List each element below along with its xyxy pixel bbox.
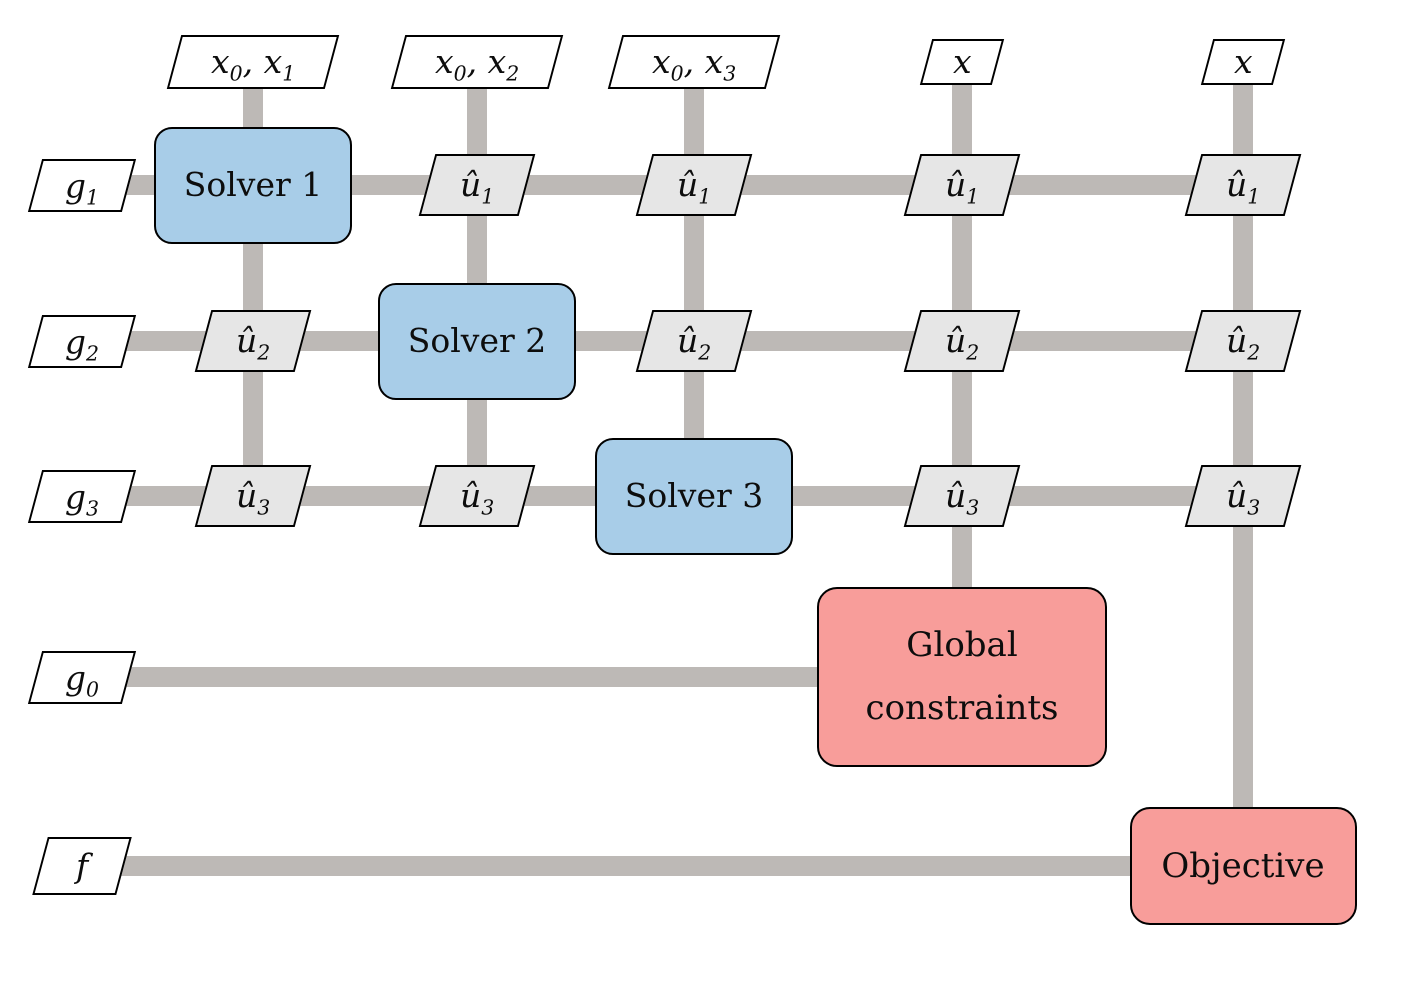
input-x-col4: x xyxy=(919,39,1005,85)
input-x-col4-label: x xyxy=(952,42,972,82)
output-g0-label: g0 xyxy=(64,657,100,701)
solver-1: Solver 1 xyxy=(154,126,352,244)
output-g3: g3 xyxy=(27,469,137,523)
coupling-u2-col3: û2 xyxy=(635,310,753,372)
subscript: 3 xyxy=(86,495,100,520)
connector-col5-line xyxy=(1233,62,1253,866)
subscript: 3 xyxy=(481,495,495,520)
coupling-u2-col5: û2 xyxy=(1184,310,1302,372)
coupling-u2-col5-label: û2 xyxy=(1225,321,1261,365)
output-f-label: f xyxy=(75,846,89,886)
subscript: 0 xyxy=(229,61,243,86)
input-x0-x1: x0, x1 xyxy=(166,35,340,89)
subscript: 2 xyxy=(506,61,520,86)
coupling-u1-col3: û1 xyxy=(635,154,753,216)
subscript: 1 xyxy=(698,184,712,209)
solver-3-label: Solver 3 xyxy=(624,476,764,516)
coupling-u1-col5-label: û1 xyxy=(1225,165,1261,209)
coupling-u2-col1: û2 xyxy=(194,310,312,372)
connector-row5-line xyxy=(82,856,1243,876)
connector-col3-line xyxy=(684,62,704,496)
coupling-u2-col4: û2 xyxy=(903,310,1021,372)
coupling-u2-col3-label: û2 xyxy=(676,321,712,365)
subscript: 3 xyxy=(966,495,980,520)
connector-row4-line xyxy=(82,667,962,687)
output-g2: g2 xyxy=(27,314,137,368)
output-f: f xyxy=(32,837,132,895)
global-constraints-label: Global constraints xyxy=(865,625,1059,728)
coupling-u1-col4-label: û1 xyxy=(944,165,980,209)
subscript: 3 xyxy=(1247,495,1261,520)
coupling-u3-col1: û3 xyxy=(194,465,312,527)
subscript: 2 xyxy=(1247,340,1261,365)
input-x0-x2: x0, x2 xyxy=(390,35,564,89)
input-x-col5: x xyxy=(1200,39,1286,85)
coupling-u2-col1-label: û2 xyxy=(235,321,271,365)
solver-2-label: Solver 2 xyxy=(407,321,547,361)
subscript: 2 xyxy=(257,340,271,365)
coupling-u3-col5-label: û3 xyxy=(1225,476,1261,520)
coupling-u1-col4: û1 xyxy=(903,154,1021,216)
subscript: 3 xyxy=(723,61,737,86)
coupling-u3-col4: û3 xyxy=(903,465,1021,527)
coupling-u3-col4-label: û3 xyxy=(944,476,980,520)
subscript: 0 xyxy=(670,61,684,86)
coupling-u3-col5: û3 xyxy=(1184,465,1302,527)
subscript: 2 xyxy=(698,340,712,365)
subscript: 2 xyxy=(966,340,980,365)
coupling-u3-col1-label: û3 xyxy=(235,476,271,520)
subscript: 1 xyxy=(282,61,296,86)
objective-label: Objective xyxy=(1161,845,1325,886)
subscript: 3 xyxy=(257,495,271,520)
subscript: 1 xyxy=(86,184,100,209)
output-g3-label: g3 xyxy=(64,476,100,520)
input-x0-x3-label: x0, x3 xyxy=(651,42,737,86)
subscript: 0 xyxy=(453,61,467,86)
output-g2-label: g2 xyxy=(64,321,100,365)
subscript: 2 xyxy=(86,340,100,365)
coupling-u3-col2: û3 xyxy=(418,465,536,527)
input-x-col5-label: x xyxy=(1233,42,1253,82)
subscript: 1 xyxy=(1247,184,1261,209)
global-constraints: Global constraints xyxy=(817,587,1107,767)
coupling-u2-col4-label: û2 xyxy=(944,321,980,365)
coupling-u1-col5: û1 xyxy=(1184,154,1302,216)
objective: Objective xyxy=(1129,807,1357,925)
connector-col2-line xyxy=(467,62,487,496)
solver-1-label: Solver 1 xyxy=(183,165,323,205)
input-x0-x3: x0, x3 xyxy=(607,35,781,89)
solver-2: Solver 2 xyxy=(378,282,576,400)
output-g0: g0 xyxy=(27,650,137,704)
solver-3: Solver 3 xyxy=(595,437,793,555)
subscript: 1 xyxy=(481,184,495,209)
input-x0-x1-label: x0, x1 xyxy=(210,42,296,86)
subscript: 1 xyxy=(966,184,980,209)
coupling-u1-col3-label: û1 xyxy=(676,165,712,209)
coupling-u1-col2: û1 xyxy=(418,154,536,216)
output-g1: g1 xyxy=(27,158,137,212)
coupling-u3-col2-label: û3 xyxy=(459,476,495,520)
output-g1-label: g1 xyxy=(64,165,100,209)
coupling-u1-col2-label: û1 xyxy=(459,165,495,209)
subscript: 0 xyxy=(86,676,100,701)
input-x0-x2-label: x0, x2 xyxy=(434,42,520,86)
